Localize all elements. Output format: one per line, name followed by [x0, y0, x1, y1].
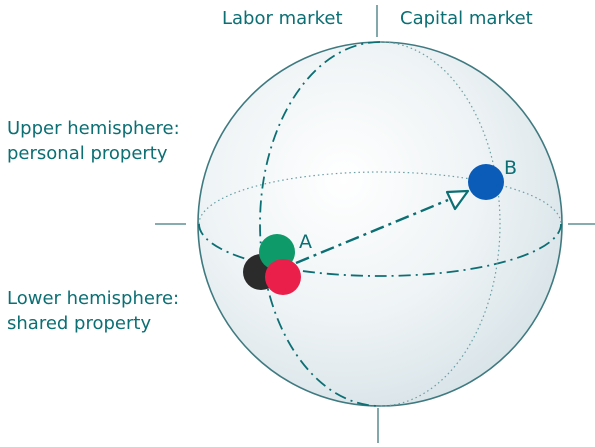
- point-a-red-marker: [265, 259, 301, 295]
- labor-market-label: Labor market: [222, 8, 343, 29]
- lower-hemisphere-label-line1: Lower hemisphere:: [7, 288, 180, 309]
- meridian-front-line: [259, 41, 381, 407]
- upper-hemisphere-label-line1: Upper hemisphere:: [7, 118, 180, 139]
- point-b-marker: [468, 164, 504, 200]
- equator-back-line: [198, 171, 562, 225]
- point-b-label: B: [504, 157, 517, 179]
- point-a-label: A: [299, 231, 312, 253]
- meridian-back-line: [379, 41, 501, 407]
- upper-hemisphere-label-line2: personal property: [7, 143, 168, 164]
- vector-a-to-b: [295, 198, 449, 265]
- lower-hemisphere-label-line2: shared property: [7, 313, 152, 334]
- sphere-outline: [197, 41, 563, 407]
- equator-front-line: [198, 223, 562, 277]
- capital-market-label: Capital market: [400, 8, 533, 29]
- arrowhead-open: [445, 189, 470, 211]
